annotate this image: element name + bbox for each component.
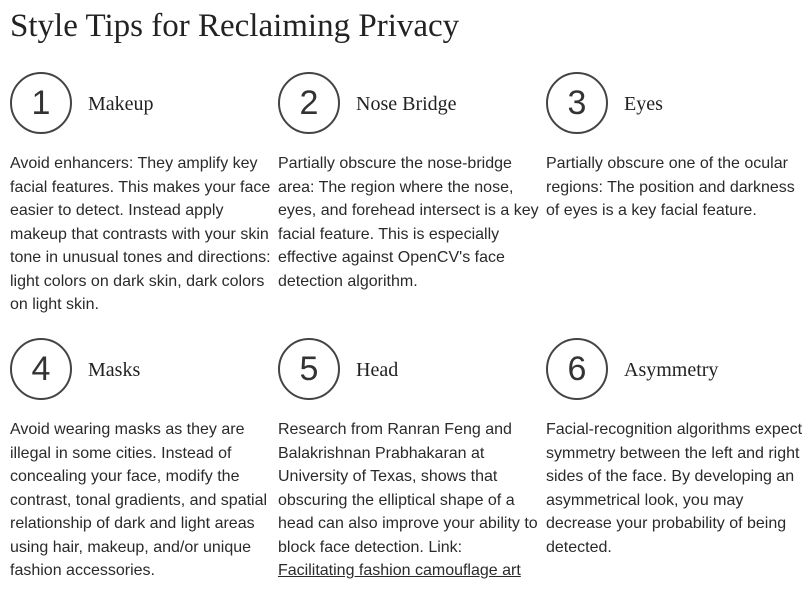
tip-number-circle: 4 — [10, 338, 72, 400]
tip-header: 4 Masks — [10, 338, 272, 400]
tip-title: Eyes — [624, 93, 663, 115]
tip-title: Nose Bridge — [356, 93, 457, 115]
tip-number-circle: 2 — [278, 72, 340, 134]
tip-asymmetry: 6 Asymmetry Facial-recognition algorithm… — [546, 338, 804, 556]
tip-title: Head — [356, 359, 399, 381]
tip-masks: 4 Masks Avoid wearing masks as they are … — [10, 338, 272, 579]
tip-makeup: 1 Makeup Avoid enhancers: They amplify k… — [10, 72, 272, 313]
tip-number-circle: 6 — [546, 338, 608, 400]
tip-number-circle: 5 — [278, 338, 340, 400]
tip-number-circle: 3 — [546, 72, 608, 134]
tip-header: 6 Asymmetry — [546, 338, 804, 400]
page-title: Style Tips for Reclaiming Privacy — [10, 8, 460, 44]
tip-head: 5 Head Research from Ranran Feng and Bal… — [278, 338, 540, 579]
tip-title: Makeup — [88, 93, 154, 115]
tip-body: Facial-recognition algorithms expect sym… — [546, 421, 803, 556]
tip-body: Partially obscure one of the ocular regi… — [546, 155, 795, 219]
fashion-camouflage-link[interactable]: Facilitating fashion camouflage art — [278, 562, 521, 579]
tip-eyes: 3 Eyes Partially obscure one of the ocul… — [546, 72, 804, 219]
tip-body: Avoid enhancers: They amplify key facial… — [10, 155, 271, 313]
tip-body-text: Research from Ranran Feng and Balakrishn… — [278, 421, 538, 556]
tip-body: Avoid wearing masks as they are illegal … — [10, 421, 268, 579]
tip-title: Asymmetry — [624, 359, 719, 381]
tip-header: 5 Head — [278, 338, 540, 400]
tip-nose-bridge: 2 Nose Bridge Partially obscure the nose… — [278, 72, 540, 290]
tip-number-circle: 1 — [10, 72, 72, 134]
tip-body-container: Research from Ranran Feng and Balakrishn… — [278, 418, 540, 583]
tip-body: Partially obscure the nose-bridge area: … — [278, 155, 539, 290]
tip-title: Masks — [88, 359, 141, 381]
tip-header: 3 Eyes — [546, 72, 804, 134]
tip-header: 2 Nose Bridge — [278, 72, 540, 134]
tip-header: 1 Makeup — [10, 72, 272, 134]
